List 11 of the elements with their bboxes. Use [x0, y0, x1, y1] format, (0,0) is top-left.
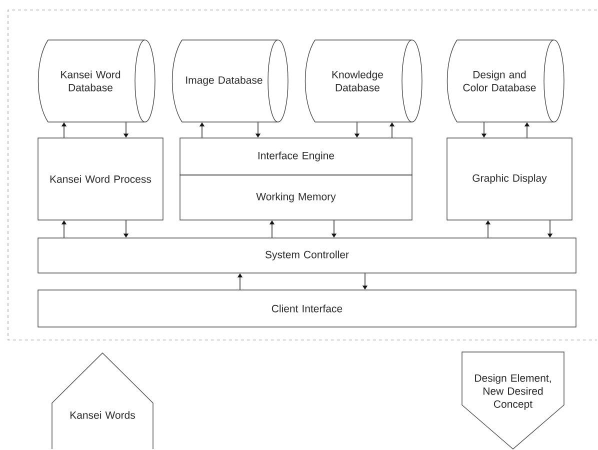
database-cylinder: Image Database — [172, 40, 288, 122]
output-pentagon: Design Element, New Desired Concept — [462, 352, 564, 450]
process-box: System Controller — [38, 238, 576, 274]
database-cylinder: Design and Color Database — [446, 40, 564, 122]
process-box: Working Memory — [180, 174, 412, 220]
process-box: Kansei Word Process — [38, 138, 164, 220]
process-box: Graphic Display — [446, 138, 572, 220]
process-box: Client Interface — [38, 290, 576, 328]
database-cylinder: Kansei Word Database — [38, 40, 156, 122]
database-cylinder: Knowledge Database — [304, 40, 422, 122]
process-box: Interface Engine — [180, 138, 412, 176]
